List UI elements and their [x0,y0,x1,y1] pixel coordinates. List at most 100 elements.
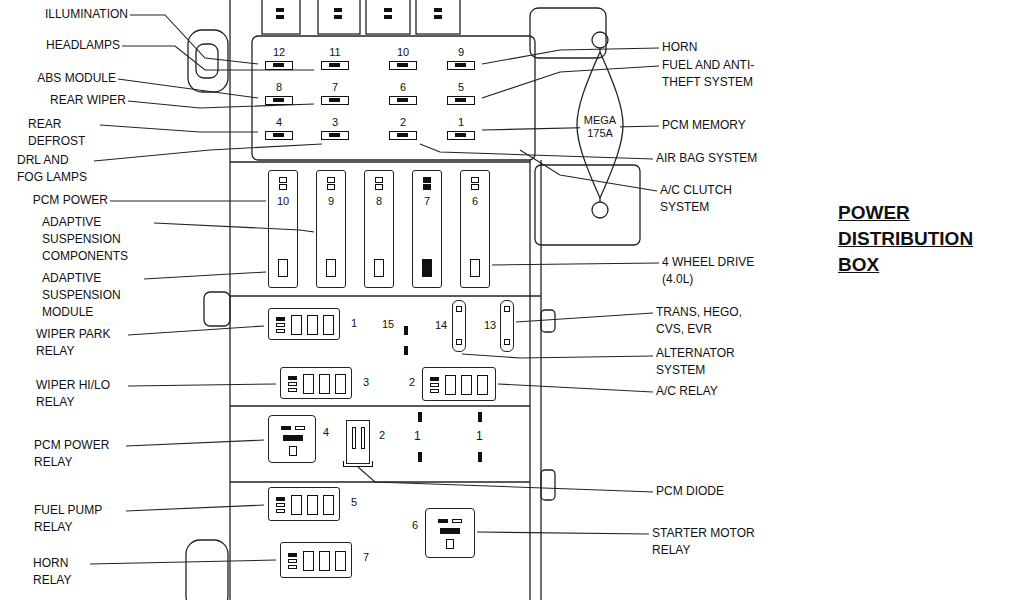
diode-pin [352,427,356,449]
relay-box: 7 [280,542,352,578]
relay-terminal [319,374,330,394]
fuse-number: 10 [397,46,409,59]
relay-terminal [289,446,297,456]
fuse-element [329,63,340,67]
fuse-number: 7 [332,81,338,94]
relay-terminal [283,435,303,441]
fuse-number: 5 [351,496,357,509]
fuse-terminal [423,177,431,183]
fuse-slot: 13 [500,300,514,352]
fuse-rating: MEGA 175A [580,114,620,140]
relay-terminal [452,519,462,523]
relay-terminal [446,539,454,549]
fuse-number: 12 [273,46,285,59]
fuse-number: 1 [351,317,357,330]
relay-box: 6 [425,508,475,558]
callout-label: REAR WIPER [50,92,126,109]
fuse-number: 9 [328,195,334,208]
relay-box: 3 [280,367,352,399]
callout-label: PCM POWER [33,192,108,209]
fuse-number: 6 [400,81,406,94]
fuse-blade [389,61,417,70]
relay-terminal [288,565,297,569]
callout-label: AIR BAG SYSTEM [656,150,757,167]
fuse-number: 8 [276,81,282,94]
relay-terminal [303,551,314,571]
fuse-number: 15 [382,318,394,331]
relay-terminal [430,389,439,393]
mega-fuse: MEGA 175A [574,28,626,222]
fuse-element [455,98,466,102]
relay-terminal [276,503,285,507]
callout-label: HORN RELAY [33,555,88,589]
fuse-element [397,98,408,102]
mini-fuse: 11 [316,44,354,74]
fuse-slot [404,346,408,355]
relay-terminal [335,374,346,394]
maxi-fuse: 6 [460,170,490,288]
fuse-number: 10 [277,195,289,208]
fuse-blade [447,131,475,140]
callout-label: FUEL PUMP RELAY [34,502,124,536]
relay-terminal [438,519,448,523]
fuse-number: 3 [363,376,369,389]
callout-label: TRANS, HEGO, CVS, EVR [656,304,771,338]
callout-label: 1 [476,428,483,445]
relay-terminal [303,374,314,394]
fuse-terminal [327,177,335,183]
fuse-terminal [375,184,383,190]
fuse-element [329,98,340,102]
fuse-blade [321,61,349,70]
fuse-terminal [423,184,431,190]
fuse-terminal [278,259,288,277]
fuse-terminal [375,177,383,183]
fuse-blade [447,61,475,70]
relay-terminal [276,329,285,333]
callout-label: STARTER MOTOR RELAY [652,525,772,559]
relay-terminal [477,375,488,395]
maxi-fuse: 9 [316,170,346,288]
fuse-terminal [504,339,510,345]
fuse-terminal [456,339,462,345]
fuse-slot: 15 [402,326,410,356]
callout-label: A/C RELAY [656,383,718,400]
fuse-terminal [504,306,510,312]
callout-label: ADAPTIVE SUSPENSION MODULE [42,270,142,321]
relay-terminal [295,426,305,430]
relay-terminal [461,375,472,395]
maxi-fuse: 10 [268,170,298,288]
fuse-element [329,133,340,137]
fuse-number: 9 [458,46,464,59]
mini-fuse: 5 [442,79,480,109]
relay-terminal [440,528,460,534]
fuse-terminal [456,306,462,312]
fuse-element [273,98,284,102]
diode-lead [343,461,373,467]
fuse-terminal [471,184,479,190]
callout-label: DRL AND FOG LAMPS [17,152,92,186]
relay-box: 5 [268,487,340,521]
callout-label: ILLUMINATION [45,6,128,23]
fuse-number: 4 [323,426,329,439]
fuse-blade [321,96,349,105]
relay-terminal [307,495,318,515]
fuse-element [273,133,284,137]
callout-label: 4 WHEEL DRIVE (4.0L) [662,254,777,288]
fuse-number: 6 [472,195,478,208]
callout-label: WIPER HI/LO RELAY [36,377,126,411]
relay-terminal [323,315,334,335]
relay-terminal [288,559,297,563]
fuse-number: 3 [332,116,338,129]
fuse-number: 5 [458,81,464,94]
mini-fuse: 4 [260,114,298,144]
mini-fuse: 7 [316,79,354,109]
fuse-terminal [374,259,384,277]
callout-label: A/C CLUTCH SYSTEM [660,182,750,216]
fuse-element [455,63,466,67]
mini-fuse: 3 [316,114,354,144]
callout-label: 1 [414,428,421,445]
mini-fuse: 6 [384,79,422,109]
fuse-element [455,133,466,137]
fuse-number: 4 [276,116,282,129]
